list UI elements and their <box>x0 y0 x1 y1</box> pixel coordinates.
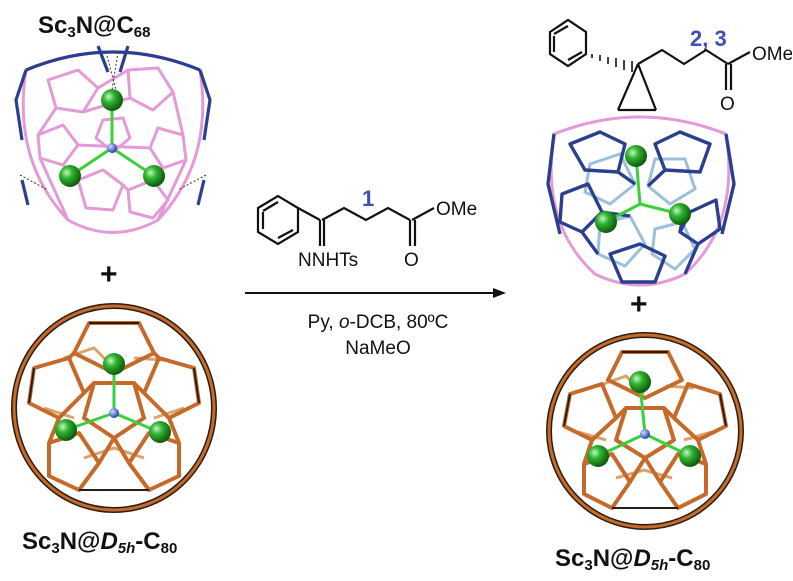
fullerene-c80-cage-right <box>546 332 744 530</box>
conditions-line-2: NaMeO <box>345 338 411 359</box>
reagent-ester-label: OMe <box>436 199 477 220</box>
scandium-atom <box>625 145 647 167</box>
label-sc3n-c68: Sc3N@C68 <box>38 12 151 41</box>
fullerene-c68-cage <box>14 45 212 234</box>
scandium-atom <box>587 445 609 467</box>
fullerene-c68-cage-product <box>546 115 736 287</box>
nitrogen-atom <box>640 429 650 439</box>
fullerene-c80-cage-left <box>11 303 217 513</box>
product-numbers: 2, 3 <box>690 26 727 51</box>
scandium-atom <box>101 89 123 111</box>
scandium-atom <box>149 421 171 443</box>
product-ester-label: OMe <box>752 44 792 65</box>
product-carbonyl-o: O <box>720 94 735 115</box>
nitrogen-atom <box>107 143 117 153</box>
product-addend-structure: OMe O <box>548 18 792 115</box>
reagent-hydrazone-structure: OMe O NNHTs <box>256 194 477 271</box>
scandium-atom <box>669 203 691 225</box>
scandium-atom <box>679 445 701 467</box>
reagent-hydrazone-label: NNHTs <box>298 250 358 271</box>
scandium-atom <box>103 353 125 375</box>
nitrogen-atom <box>109 408 119 418</box>
plus-sign-left: + <box>100 258 118 291</box>
reaction-arrow <box>245 288 506 298</box>
scandium-atom <box>59 165 81 187</box>
conditions-line-1: Py, o-DCB, 80ºC <box>307 312 449 333</box>
label-sc3n-d5h-c80-right: Sc3N@D5h-C80 <box>555 545 711 574</box>
plus-sign-right: + <box>630 288 648 321</box>
scandium-atom <box>629 371 651 393</box>
scandium-atom <box>55 419 77 441</box>
scandium-atom <box>143 165 165 187</box>
scandium-atom <box>595 211 617 233</box>
reagent-number: 1 <box>362 186 375 211</box>
reagent-carbonyl-o: O <box>404 250 419 271</box>
label-sc3n-d5h-c80-left: Sc3N@D5h-C80 <box>22 528 178 557</box>
